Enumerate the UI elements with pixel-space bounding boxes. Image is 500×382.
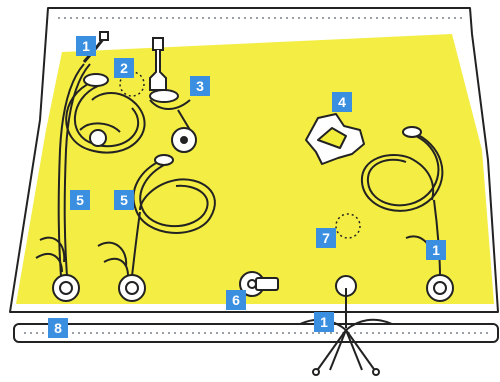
- callout-dotted-circle-lower: 7: [316, 228, 336, 248]
- callout-hose-right: 1: [426, 240, 446, 260]
- callout-bottom-strip: 8: [48, 318, 68, 338]
- callout-clamp-part: 4: [332, 92, 352, 112]
- bottom-strip: [14, 324, 498, 342]
- yellow-fill: [16, 34, 494, 304]
- callout-dotted-circle-upper: 2: [114, 58, 134, 78]
- callout-small-connector: 6: [226, 290, 246, 310]
- callout-hose-left: 1: [76, 36, 96, 56]
- callout-vertical-valve: 3: [190, 76, 210, 96]
- callout-bottom-tube: 1: [314, 312, 334, 332]
- callout-hose-middle: 5: [114, 190, 134, 210]
- callout-hose-left-lower: 5: [70, 190, 90, 210]
